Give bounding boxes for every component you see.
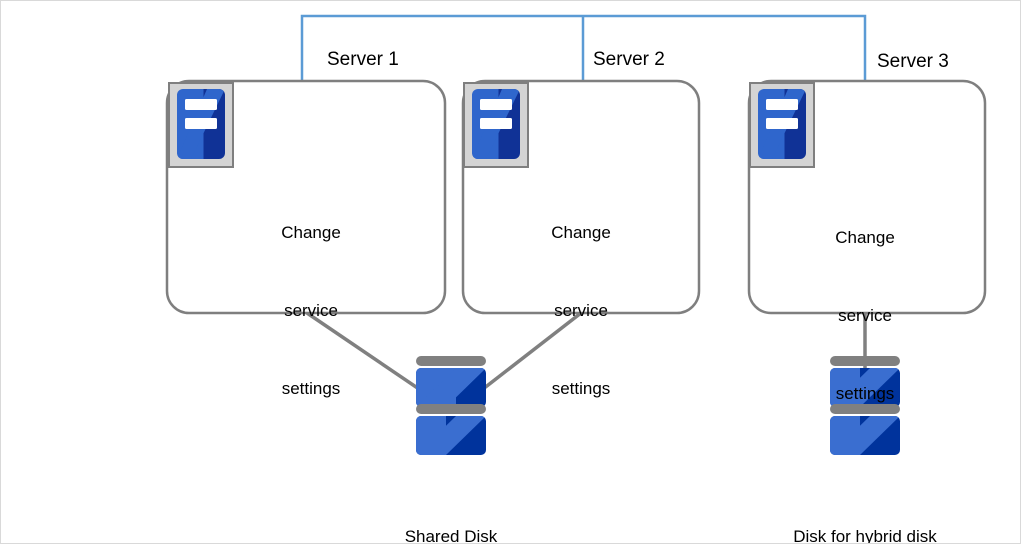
local-disk-caption-line-1: Disk for hybrid disk xyxy=(793,527,937,544)
server-label-2: Server 2 xyxy=(593,49,665,70)
server-body-3-line-2: service xyxy=(838,306,892,325)
server-body-3: Change service settings xyxy=(801,173,929,459)
server-label-3: Server 3 xyxy=(877,51,949,72)
connector-server2-shared-disk xyxy=(481,311,583,391)
server-icon-3 xyxy=(749,82,815,168)
server-body-2-line-2: service xyxy=(554,301,608,320)
server-body-1-line-2: service xyxy=(284,301,338,320)
network-bus xyxy=(300,14,867,81)
disk-stack-icon-local xyxy=(830,356,900,455)
disk-stack-icon-shared xyxy=(416,356,486,455)
server-icon-1 xyxy=(168,82,234,168)
server-box-1[interactable] xyxy=(165,79,447,315)
server-body-1: Change service settings xyxy=(247,168,375,454)
server-body-2-line-1: Change xyxy=(551,223,611,242)
shared-disk-caption: Shared Disk for hybrid disk resource xyxy=(281,472,621,544)
server-body-2-line-3: settings xyxy=(551,379,611,398)
server-body-2: Change service settings xyxy=(517,168,645,454)
connector-server1-shared-disk xyxy=(306,311,420,391)
server-label-1: Server 1 xyxy=(327,49,399,70)
server-body-1-line-1: Change xyxy=(281,223,341,242)
server-body-3-line-1: Change xyxy=(835,228,895,247)
server-body-3-line-3: settings xyxy=(835,384,895,403)
server-icon-2 xyxy=(463,82,529,168)
local-disk-caption: Disk for hybrid disk resource xyxy=(745,472,985,544)
shared-disk-caption-line-1: Shared Disk xyxy=(404,527,498,544)
server-body-1-line-3: settings xyxy=(281,379,341,398)
